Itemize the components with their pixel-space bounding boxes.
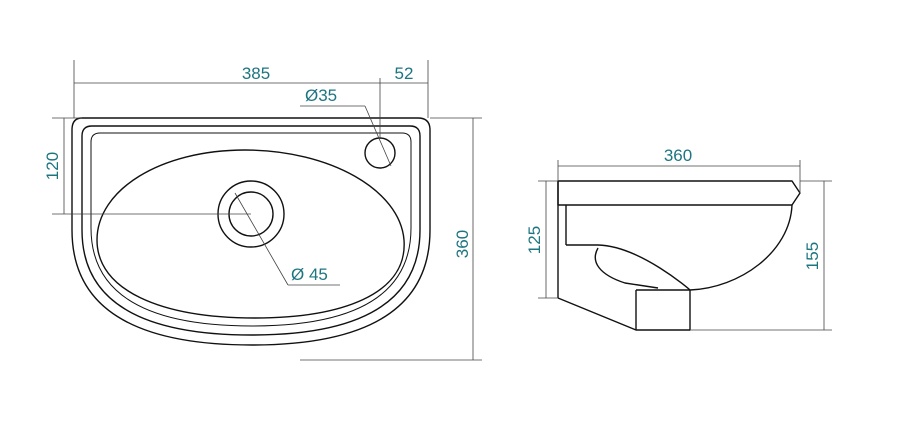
side-view xyxy=(557,180,801,331)
basin-outer-outline xyxy=(71,117,431,346)
side-rim xyxy=(557,180,801,206)
dim-drain-hole-45: Ø 45 xyxy=(291,265,328,284)
top-view xyxy=(71,117,431,346)
dim-side-height-125: 125 xyxy=(525,226,544,254)
side-back-plate xyxy=(557,290,691,331)
tap-hole xyxy=(364,137,396,169)
dim-tap-hole-35: Ø35 xyxy=(305,86,337,105)
dim-depth-360: 360 xyxy=(453,230,472,258)
dim-side-height-155: 155 xyxy=(803,242,822,270)
top-view-dimensions xyxy=(52,60,482,361)
dim-depth-120: 120 xyxy=(43,152,62,180)
side-drain-stub xyxy=(635,289,690,330)
basin-rim-inner xyxy=(90,132,412,327)
side-view-dimensions xyxy=(538,160,832,331)
side-bowl-underside xyxy=(566,204,793,291)
dim-width-385: 385 xyxy=(242,64,270,83)
dim-side-depth-360: 360 xyxy=(664,146,692,165)
dim-tap-offset-52: 52 xyxy=(395,64,414,83)
bowl-outline xyxy=(96,149,405,319)
basin-rim-line xyxy=(81,125,421,336)
side-bowl-inner xyxy=(594,247,659,289)
